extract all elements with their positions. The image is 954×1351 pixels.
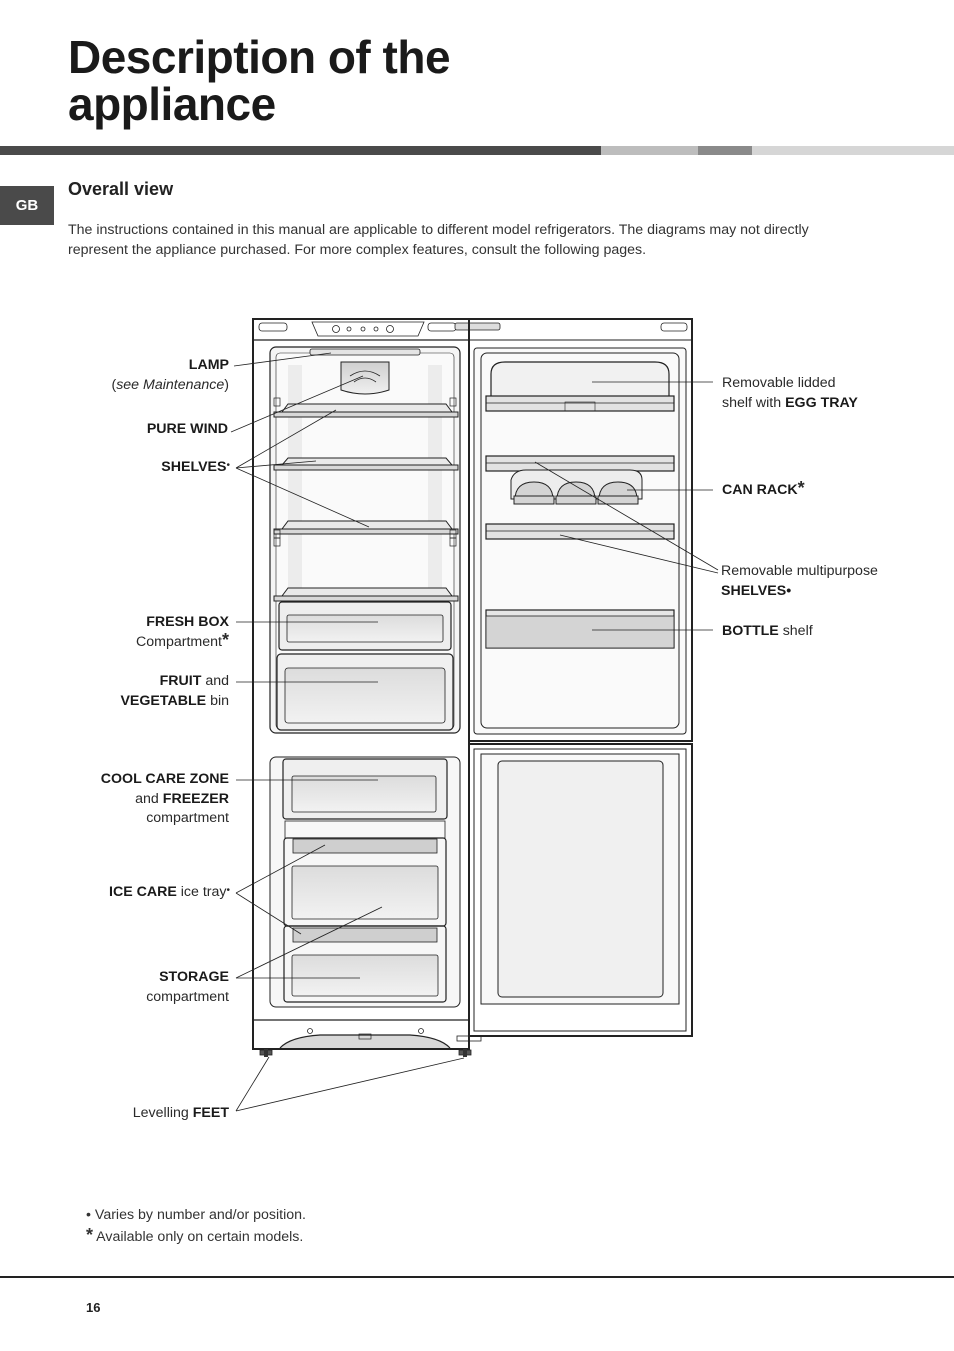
label-storage: STORAGE compartment xyxy=(70,968,229,1007)
label-fruit: FRUIT xyxy=(159,673,202,689)
fridge-doors xyxy=(454,318,693,1042)
label-multipurpose-shelves-title: SHELVES xyxy=(721,582,787,599)
footnote-bullet-text: Varies by number and/or position. xyxy=(90,1207,306,1223)
label-multipurpose-shelves: Removable multipurpose SHELVES• xyxy=(721,562,878,601)
label-ice-tray: ice tray xyxy=(176,884,227,900)
label-fresh-box-sub: Compartment xyxy=(136,633,222,650)
header-bar-dark xyxy=(0,146,601,155)
label-freezer: FREEZER xyxy=(162,790,229,807)
fridge-cabinet xyxy=(252,318,472,1057)
label-shelves-text: SHELVES xyxy=(161,459,227,475)
label-lamp-paren-open: ( xyxy=(111,376,117,393)
bullet-mark: • xyxy=(226,885,230,896)
language-tab: GB xyxy=(0,186,54,225)
bullet-mark: • xyxy=(226,460,230,471)
asterisk-mark: * xyxy=(221,629,229,650)
label-ice-care-title: ICE CARE xyxy=(109,884,177,900)
label-shelves: SHELVES• xyxy=(70,458,230,478)
section-title: Overall view xyxy=(68,179,174,199)
label-lamp-maintenance: Maintenance xyxy=(139,376,225,393)
label-storage-title: STORAGE xyxy=(159,969,229,985)
label-lamp-title: LAMP xyxy=(188,357,229,373)
intro-paragraph: The instructions contained in this manua… xyxy=(68,222,809,258)
label-fruit-and: and xyxy=(201,673,229,689)
label-feet-title: FEET xyxy=(192,1105,229,1121)
label-egg-tray-title: EGG TRAY xyxy=(785,394,858,411)
label-vegetable: VEGETABLE xyxy=(120,692,207,709)
label-can-rack-title: CAN RACK xyxy=(722,482,798,498)
label-storage-sub: compartment xyxy=(146,988,229,1005)
label-bottle-title: BOTTLE xyxy=(722,623,779,639)
label-lamp-paren-close: ) xyxy=(224,376,229,393)
label-fresh-box: FRESH BOX Compartment* xyxy=(70,613,229,652)
page-title: Description of the appliance xyxy=(68,31,451,130)
label-egg-tray-shelf-with: shelf with xyxy=(722,394,786,411)
label-compartment: compartment xyxy=(146,810,229,826)
footnotes: • Varies by number and/or position. * Av… xyxy=(86,1205,306,1247)
footer-rule xyxy=(0,1276,954,1278)
label-pure-wind: PURE WIND xyxy=(70,420,228,440)
label-lamp: LAMP (see Maintenance) xyxy=(70,356,229,395)
page-title-line1: Description of the xyxy=(68,31,451,83)
label-bottle-shelf: shelf xyxy=(778,623,813,639)
header-bar-mid xyxy=(698,146,752,155)
label-lamp-see: see xyxy=(116,376,140,393)
page-number: 16 xyxy=(86,1300,101,1315)
label-pure-wind-text: PURE WIND xyxy=(146,421,228,437)
footnote-bullet: • Varies by number and/or position. xyxy=(86,1205,306,1225)
label-ice-care: ICE CARE ice tray• xyxy=(70,883,230,903)
leader-lines xyxy=(230,352,719,1112)
asterisk-mark: * xyxy=(797,478,805,498)
label-fresh-box-title: FRESH BOX xyxy=(146,614,229,630)
label-can-rack: CAN RACK* xyxy=(722,478,805,501)
label-egg-tray-line1: Removable lidded xyxy=(722,375,836,391)
label-cool-care: COOL CARE ZONE and FREEZER compartment xyxy=(70,770,229,829)
label-bottle: BOTTLE shelf xyxy=(722,622,813,642)
label-egg-tray: Removable lidded shelf with EGG TRAY xyxy=(722,374,858,413)
header-bar-pale xyxy=(752,146,954,155)
label-multipurpose-line1: Removable multipurpose xyxy=(721,563,878,579)
label-feet-levelling: Levelling xyxy=(132,1105,193,1121)
label-feet: Levelling FEET xyxy=(70,1104,229,1124)
label-fruit-vegetable: FRUIT and VEGETABLE bin xyxy=(70,672,229,711)
page-title-line2: appliance xyxy=(68,78,276,130)
footnote-asterisk: * Available only on certain models. xyxy=(86,1225,306,1247)
footnote-bullet-symbol: • xyxy=(86,1207,91,1223)
bullet-mark: • xyxy=(786,582,792,599)
footnote-asterisk-symbol: * xyxy=(86,1225,94,1245)
footnote-asterisk-text: Available only on certain models. xyxy=(93,1229,304,1245)
header-bar-light xyxy=(601,146,698,155)
label-cool-care-and: and xyxy=(135,790,163,807)
label-bin: bin xyxy=(206,692,229,709)
label-cool-care-zone: COOL CARE ZONE xyxy=(100,771,229,787)
